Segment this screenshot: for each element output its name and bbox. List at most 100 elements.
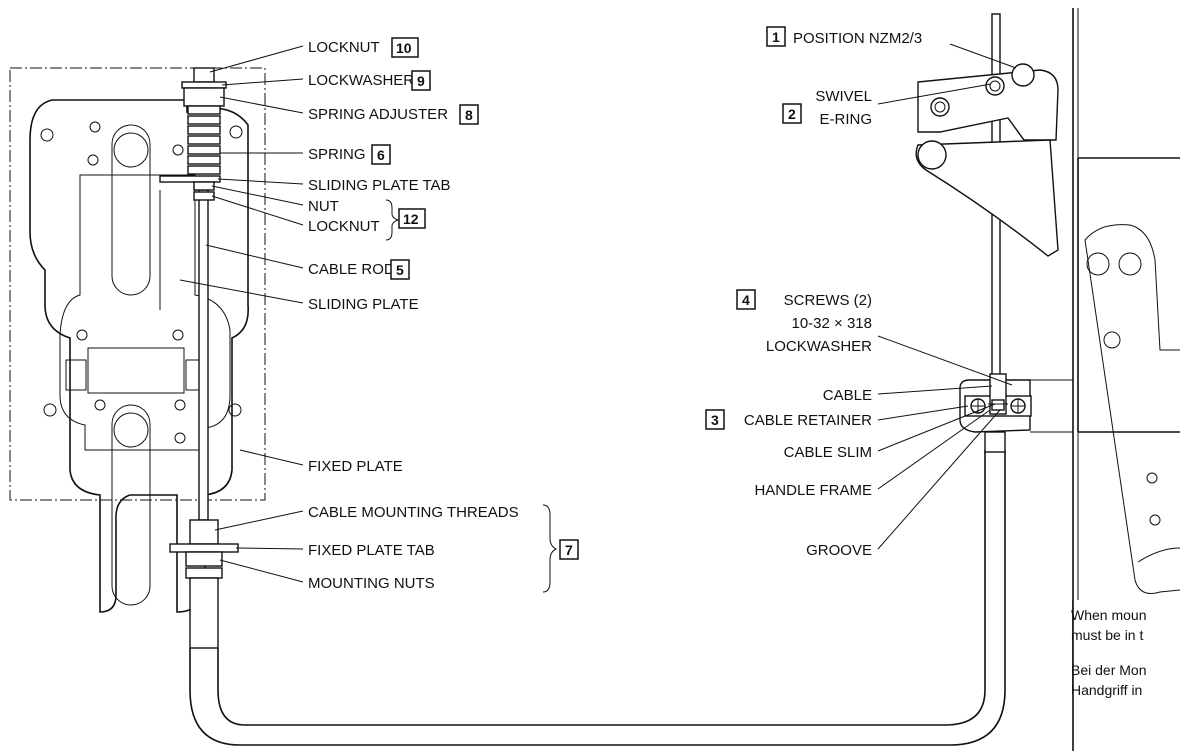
label-screws: SCREWS (2) — [784, 292, 872, 309]
spring-adjuster — [183, 87, 225, 107]
label-position: POSITION NZM2/3 — [793, 30, 922, 47]
hole — [172, 329, 184, 341]
label-cable: CABLE — [823, 387, 872, 404]
svg-text:9: 9 — [417, 73, 425, 89]
note-german-line2: Handgriff in — [1071, 682, 1142, 698]
lower-slot — [111, 404, 151, 606]
label-e-ring: E-RING — [820, 111, 873, 128]
svg-text:2: 2 — [788, 106, 796, 122]
svg-text:5: 5 — [396, 262, 404, 278]
label-lockwasher: LOCKWASHER — [308, 72, 414, 89]
hole — [229, 125, 243, 139]
hole — [228, 403, 242, 417]
cable-loop — [189, 450, 1006, 746]
housing-outline — [9, 67, 266, 501]
label-spring-adjuster: SPRING ADJUSTER — [308, 106, 448, 123]
slot-pin-bottom — [113, 412, 149, 448]
label-fixed-plate: FIXED PLATE — [308, 458, 403, 475]
label-cable-mounting-threads: CABLE MOUNTING THREADS — [308, 504, 519, 521]
note-german-line1: Bei der Mon — [1071, 662, 1146, 678]
label-cable-rod: CABLE ROD — [308, 261, 395, 278]
note-english-line1: When moun — [1071, 607, 1146, 623]
badge-6: 6 — [371, 144, 391, 165]
svg-text:1: 1 — [772, 29, 780, 45]
label-handle-frame: HANDLE FRAME — [754, 482, 872, 499]
label-locknut-lower: LOCKNUT — [308, 218, 380, 235]
handle-hole — [1086, 252, 1110, 276]
right-leaders — [877, 43, 1017, 550]
note-english-line2: must be in t — [1071, 627, 1143, 643]
right-assembly — [915, 8, 1180, 690]
left-assembly — [9, 67, 266, 649]
handle-frame — [1077, 157, 1180, 433]
plate-window — [87, 347, 185, 394]
label-lockwasher-right: LOCKWASHER — [766, 338, 872, 355]
svg-text:3: 3 — [711, 412, 719, 428]
svg-text:4: 4 — [742, 292, 750, 308]
hole — [40, 128, 54, 142]
label-swivel: SWIVEL — [815, 88, 872, 105]
cable-loop-inner — [217, 450, 986, 726]
label-locknut-top: LOCKNUT — [308, 39, 380, 56]
cable-sheath-right — [984, 431, 1006, 453]
hole — [174, 432, 186, 444]
hole — [174, 399, 186, 411]
badge-7: 7 — [559, 539, 579, 560]
handle-body — [1084, 224, 1180, 351]
hole — [172, 144, 184, 156]
svg-text:8: 8 — [465, 107, 473, 123]
badge-9: 9 — [411, 70, 431, 91]
hole — [87, 154, 99, 166]
label-mounting-nuts: MOUNTING NUTS — [308, 575, 435, 592]
slot-pin-top — [113, 132, 149, 168]
badge-12: 12 — [398, 208, 426, 229]
lever-arm — [917, 69, 1059, 141]
badge-5: 5 — [390, 259, 410, 280]
badge-3: 3 — [705, 409, 725, 430]
svg-text:7: 7 — [565, 542, 573, 558]
badge-8: 8 — [459, 104, 479, 125]
handle-hole — [1146, 472, 1158, 484]
label-sliding-plate-tab: SLIDING PLATE TAB — [308, 177, 451, 194]
label-cable-slim: CABLE SLIM — [784, 444, 872, 461]
badge-1: 1 — [766, 26, 786, 47]
mounting-nuts — [185, 567, 223, 579]
locknut-lower — [193, 191, 215, 201]
handle-hole — [1103, 331, 1121, 349]
position-pin — [1011, 63, 1035, 87]
link-pin — [917, 140, 947, 170]
cable-mounting-threads — [189, 519, 219, 545]
label-screw-spec: 10-32 × 318 — [792, 315, 873, 332]
lockwasher — [181, 81, 227, 89]
cable-rod — [198, 189, 209, 521]
nut — [193, 181, 215, 191]
mounting-nuts — [185, 551, 223, 567]
fixed-plate — [29, 99, 249, 613]
badge-10: 10 — [391, 37, 419, 58]
upper-slot — [111, 124, 151, 296]
fixed-plate-tab — [169, 543, 239, 553]
brace-7 — [542, 504, 558, 593]
label-groove: GROOVE — [806, 542, 872, 559]
hole — [94, 399, 106, 411]
handle-hole — [1149, 514, 1161, 526]
handle-hole — [1118, 252, 1142, 276]
sliding-plate-tab — [159, 175, 221, 183]
svg-text:10: 10 — [396, 40, 412, 56]
badge-2: 2 — [782, 103, 802, 124]
svg-text:6: 6 — [377, 147, 385, 163]
e-ring — [930, 97, 950, 117]
hole — [76, 329, 88, 341]
label-cable-retainer: CABLE RETAINER — [744, 412, 872, 429]
label-sliding-plate: SLIDING PLATE — [308, 296, 419, 313]
left-leaders — [179, 45, 304, 583]
label-nut: NUT — [308, 198, 339, 215]
brace-12 — [385, 199, 400, 241]
spring — [187, 105, 221, 175]
label-spring: SPRING — [308, 146, 366, 163]
svg-text:12: 12 — [403, 211, 419, 227]
label-fixed-plate-tab: FIXED PLATE TAB — [308, 542, 435, 559]
cable-sheath — [189, 577, 219, 649]
hole — [43, 403, 57, 417]
